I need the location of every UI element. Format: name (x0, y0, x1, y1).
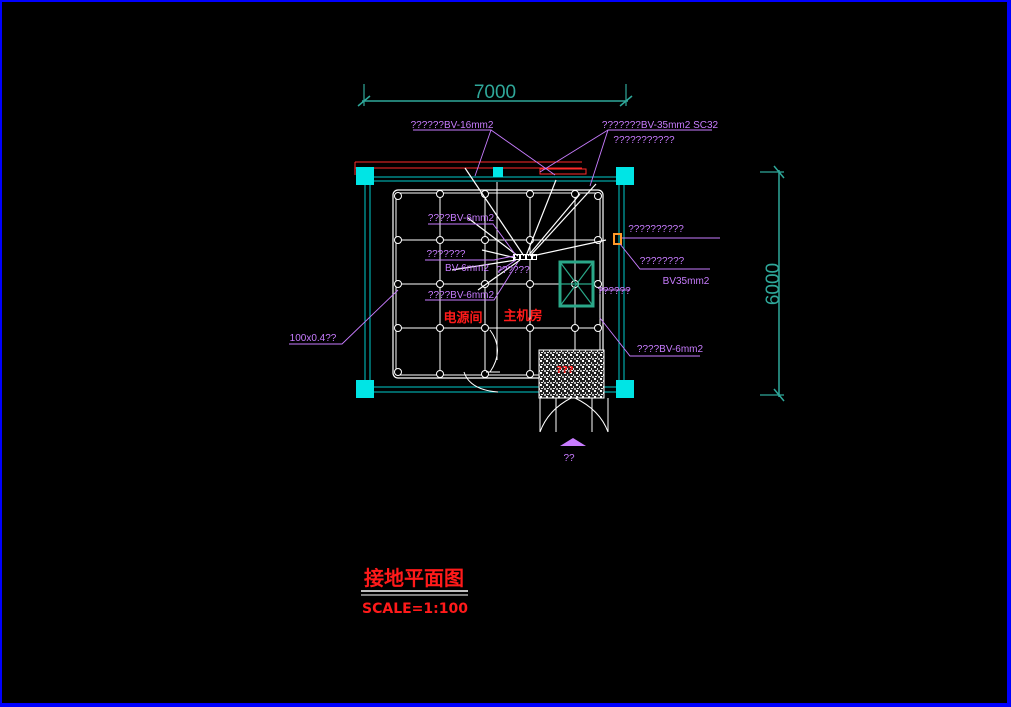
label-bv6-a: ????BV-6mm2 (428, 213, 495, 224)
label-bv35-sub: ??????????? (613, 135, 675, 146)
label-bv6-right: ????BV-6mm2 (637, 344, 704, 355)
inner-door (463, 329, 500, 393)
foundation-hatch: ??? (538, 349, 605, 399)
label-bv35-right: BV35mm2 (663, 276, 710, 287)
corner-columns (356, 167, 634, 398)
label-steel-strip: 100x0.4?? (290, 333, 337, 344)
entrance-label: ?? (563, 453, 575, 464)
dim-horizontal-text: 7000 (474, 82, 516, 103)
label-q7: ??????? (427, 249, 466, 260)
equipment-rack (558, 260, 595, 308)
grounding-busbar (513, 254, 537, 260)
label-q8-right: ???????? (640, 256, 685, 267)
label-bv16: ??????BV-16mm2 (411, 120, 494, 131)
label-q6-center: ?????? (496, 265, 530, 276)
label-bv6-c: ????BV-6mm2 (428, 290, 495, 301)
room-power: 电源间 (443, 310, 482, 326)
earth-electrodes (394, 190, 602, 378)
dim-vertical-text: 6000 (763, 263, 784, 305)
leader-lines (289, 129, 720, 357)
label-bv6-b: BV-6mm2 (445, 263, 489, 274)
dimension-vertical: 6000 (760, 165, 785, 402)
room-host: 主机房 (503, 308, 542, 324)
hatch-label: ??? (556, 365, 574, 376)
label-bv35-sc32: ???????BV-35mm2 SC32 (602, 120, 719, 131)
drawing-title: 接地平面图 (364, 566, 464, 590)
radial-conductors (451, 167, 607, 291)
label-q10-right: ?????????? (628, 224, 684, 235)
entrance-door (539, 397, 609, 433)
label-q6-right: ?????? (597, 286, 631, 297)
dimension-horizontal: 7000 (357, 82, 633, 107)
drawing-scale: SCALE=1:100 (362, 601, 468, 617)
test-terminal-box (613, 233, 622, 245)
entrance-arrow-icon (560, 438, 586, 446)
